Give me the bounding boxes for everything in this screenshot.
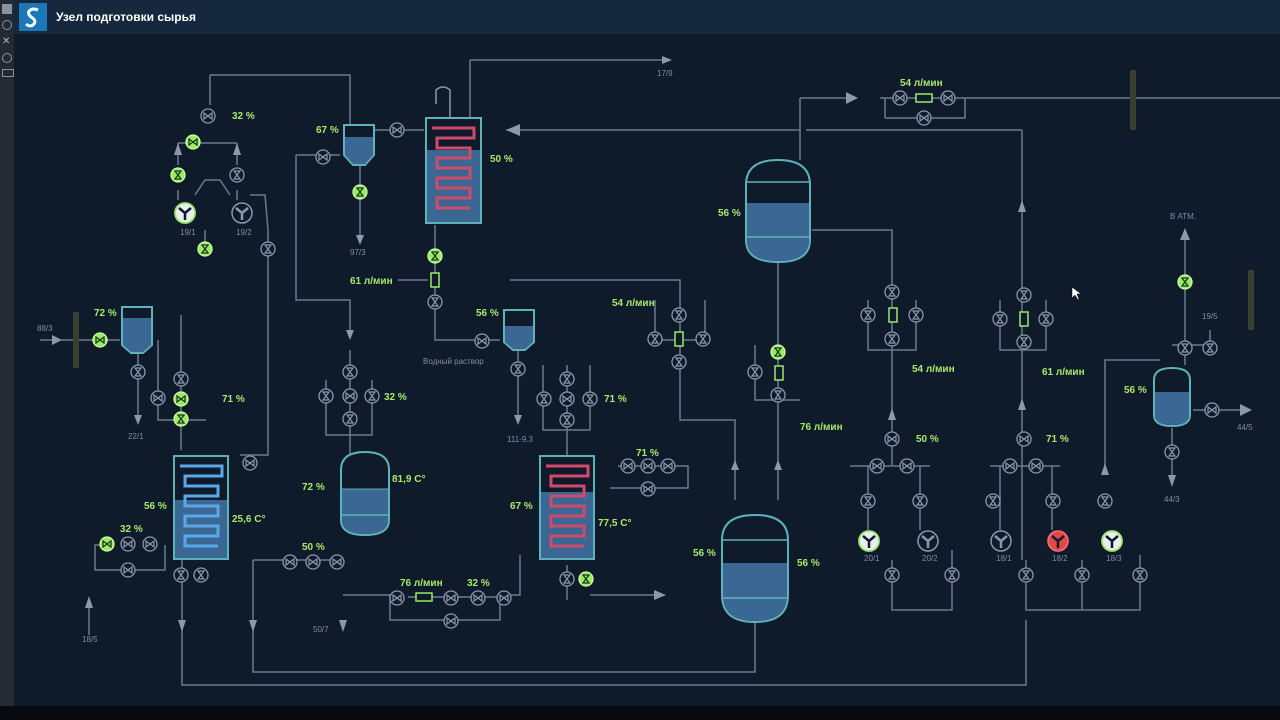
mouse-cursor-icon (1071, 286, 1082, 301)
tag-181: 18/1 (996, 554, 1012, 563)
value-56left: 56 % (144, 501, 167, 512)
value-76b: 76 л/мин (400, 578, 443, 589)
scada-canvas: 32 % 67 % 50 % 61 л/мин 72 % 56 % 54 л/м… (14, 34, 1280, 706)
value-labels: 32 % 67 % 50 % 61 л/мин 72 % 56 % 54 л/м… (94, 78, 1147, 589)
home-icon[interactable] (2, 4, 12, 14)
header-bar: Узел подготовки сырья (14, 0, 1280, 35)
value-61a: 61 л/мин (350, 276, 393, 287)
flow-arrows (52, 56, 1252, 632)
tag-182: 18/2 (1052, 554, 1068, 563)
tag-solution: Водный раствор (423, 357, 484, 366)
tag-883: 88/3 (37, 324, 53, 333)
wall-hatch (73, 70, 1254, 368)
pipe-network (40, 59, 1280, 686)
tag-179: 17/9 (657, 69, 673, 78)
tag-973: 97/3 (350, 248, 366, 257)
value-32a: 32 % (232, 111, 255, 122)
value-71c: 71 % (636, 448, 659, 459)
value-56a: 56 % (476, 308, 499, 319)
value-56tank: 56 % (718, 208, 741, 219)
tank-small-67 (343, 124, 375, 166)
value-256: 25,6 C° (232, 514, 265, 525)
value-61right: 61 л/мин (1042, 367, 1085, 378)
value-67b: 67 % (510, 501, 533, 512)
pumps (173, 201, 1124, 553)
tools-icon[interactable]: ✕ (2, 36, 11, 47)
value-72: 72 % (94, 308, 117, 319)
tag-atm: В АТМ. (1170, 212, 1196, 221)
tank-small-72 (121, 306, 153, 354)
value-56e: 56 % (797, 558, 820, 569)
value-54right: 54 л/мин (912, 364, 955, 375)
bottom-bar (0, 706, 1280, 720)
value-50b: 50 % (302, 542, 325, 553)
tag-443: 44/3 (1164, 495, 1180, 504)
tag-185: 18/5 (82, 635, 98, 644)
left-toolbar: ✕ (0, 0, 14, 720)
tag-192: 19/2 (236, 228, 252, 237)
column-top (425, 86, 482, 224)
tag-445: 44/5 (1237, 423, 1253, 432)
value-71b: 71 % (604, 394, 627, 405)
tag-191: 19/1 (180, 228, 196, 237)
tag-1119: 111-9.3 (507, 435, 533, 444)
tank-small-56 (503, 309, 535, 351)
vessel-small-right (1153, 366, 1191, 428)
refresh-icon[interactable] (2, 20, 12, 30)
vessel-81 (340, 450, 390, 537)
value-67a: 67 % (316, 125, 339, 136)
value-56d: 56 % (693, 548, 716, 559)
value-32d: 32 % (467, 578, 490, 589)
value-71right: 71 % (1046, 434, 1069, 445)
flow-meters (415, 93, 1029, 602)
tag-507: 50/7 (313, 625, 329, 634)
vessel-top-right (745, 158, 811, 264)
reactor-left (173, 455, 229, 560)
tag-183: 18/3 (1106, 554, 1122, 563)
value-76mid: 76 л/мин (800, 422, 843, 433)
page-title: Узел подготовки сырья (56, 10, 196, 24)
value-56small: 56 % (1124, 385, 1147, 396)
process-diagram: 32 % 67 % 50 % 61 л/мин 72 % 56 % 54 л/м… (37, 56, 1280, 686)
tag-195: 19/5 (1202, 312, 1218, 321)
value-54top: 54 л/мин (900, 78, 943, 89)
value-775: 77,5 C° (598, 518, 631, 529)
value-819: 81,9 C° (392, 474, 425, 485)
s-logo-icon[interactable] (19, 3, 47, 31)
value-54mid: 54 л/мин (612, 298, 655, 309)
value-50a: 50 % (490, 154, 513, 165)
tag-201: 20/1 (864, 554, 880, 563)
monitor-icon[interactable] (2, 69, 14, 77)
value-32b: 32 % (384, 392, 407, 403)
info-icon[interactable] (2, 53, 12, 63)
value-72b: 72 % (302, 482, 325, 493)
value-71a: 71 % (222, 394, 245, 405)
vessel-bottom (721, 513, 789, 624)
value-50mid: 50 % (916, 434, 939, 445)
tag-221: 22/1 (128, 432, 144, 441)
reactor-mid (539, 455, 595, 560)
tag-202: 20/2 (922, 554, 938, 563)
tag-labels: 17/9 97/3 88/3 19/1 19/2 22/1 18/5 50/7 … (37, 69, 1253, 644)
value-32c: 32 % (120, 524, 143, 535)
